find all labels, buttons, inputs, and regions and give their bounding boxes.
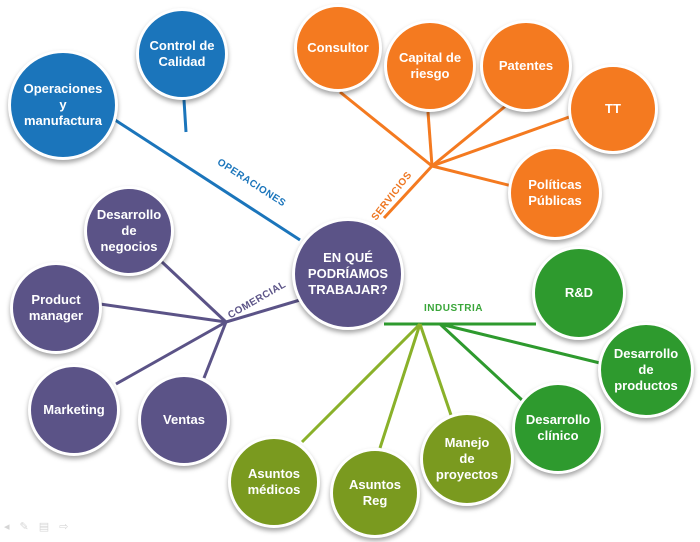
node-product-manager[interactable]: Product manager [10,262,102,354]
line-tt [431,114,573,168]
line-ventas [202,321,228,379]
line-asuntos-medicos [300,322,422,444]
line-capital [426,111,434,167]
line-control-calidad [182,99,188,133]
center-node[interactable]: EN QUÉ PODRÍAMOS TRABAJAR? [292,218,404,330]
pointer-icon[interactable]: ◂ [4,521,10,533]
node-asuntos-reg[interactable]: Asuntos Reg [330,448,420,538]
slides-icon[interactable]: ▤ [38,521,50,533]
line-operaciones-trunk [111,116,301,242]
node-desarrollo-de-negocios[interactable]: Desarrollo de negocios [84,186,174,276]
node-control-de-calidad[interactable]: Control de Calidad [136,8,228,100]
line-servicios-trunk [382,164,434,220]
center-node-label: EN QUÉ PODRÍAMOS TRABAJAR? [307,249,389,298]
node-desarrollo-de-productos[interactable]: Desarrollo de productos [598,322,694,418]
node-ventas[interactable]: Ventas [138,374,230,466]
node-politicas-publicas[interactable]: Políticas Públicas [508,146,602,240]
line-politicas [431,164,513,188]
branch-label-industria: INDUSTRIA [424,303,483,314]
nav-icon[interactable]: ⇨ [59,521,69,533]
line-marketing [115,320,227,386]
pen-icon[interactable]: ✎ [19,521,29,533]
line-asuntos-reg [378,323,422,449]
node-marketing[interactable]: Marketing [28,364,120,456]
node-consultor[interactable]: Consultor [294,4,382,92]
line-manejo [418,323,454,419]
line-patentes [431,102,509,168]
slideshow-toolbar: ◂ ✎ ▤ ⇨ [4,520,68,533]
node-desarrollo-clinico[interactable]: Desarrollo clínico [512,382,604,474]
node-patentes[interactable]: Patentes [480,20,572,112]
line-negocios [160,260,228,324]
node-asuntos-medicos[interactable]: Asuntos médicos [228,436,320,528]
line-product-manager [99,302,227,324]
line-comercial-trunk [225,298,301,324]
node-operaciones-y-manufactura[interactable]: Operaciones y manufactura [8,50,118,160]
node-capital-de-riesgo[interactable]: Capital de riesgo [384,20,476,112]
node-tt[interactable]: TT [568,64,658,154]
node-rnd[interactable]: R&D [532,246,626,340]
line-consultor [339,90,433,168]
node-manejo-de-proyectos[interactable]: Manejo de proyectos [420,412,514,506]
line-desarrollo-productos [439,322,605,366]
line-desarrollo-clinico [438,322,524,402]
